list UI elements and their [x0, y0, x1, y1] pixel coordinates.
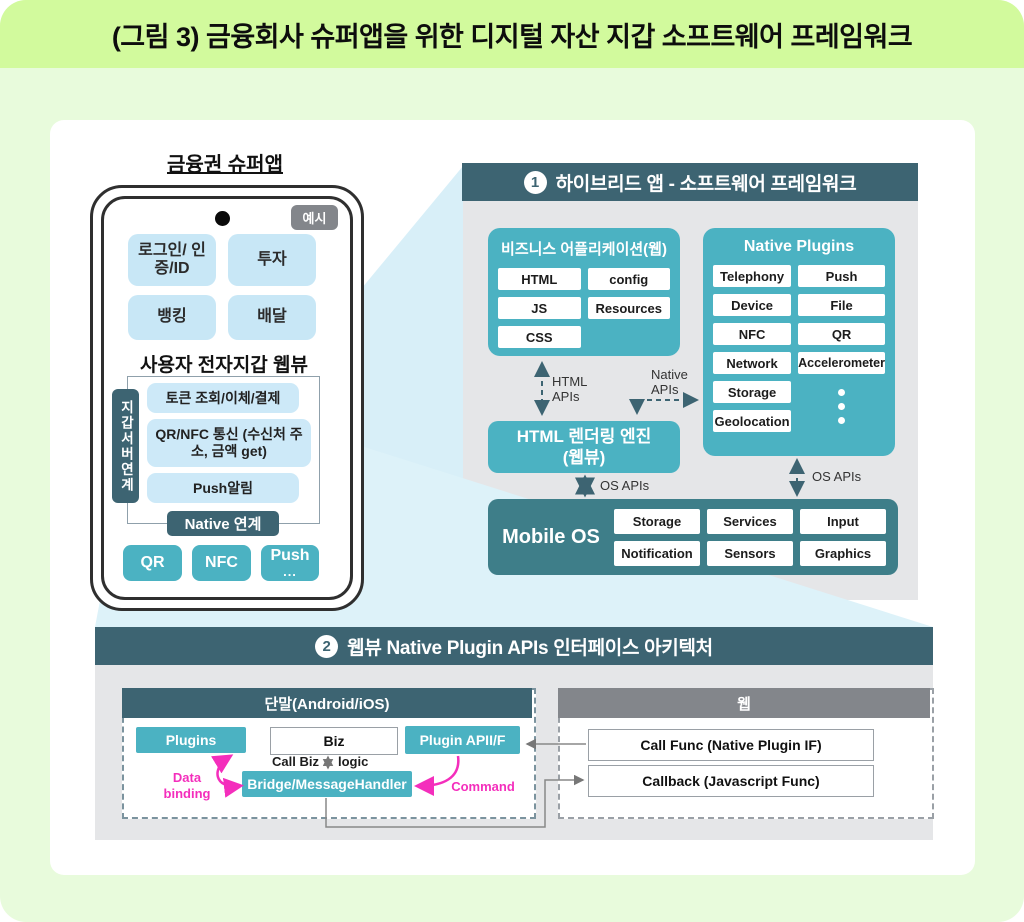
- native-link-band: Native 연계: [167, 511, 279, 536]
- biz-box: Biz: [270, 727, 398, 755]
- biz-app-chips: HTML config JS Resources CSS: [488, 259, 680, 358]
- bridge-box: Bridge/MessageHandler: [242, 771, 412, 797]
- more-plugins-ellipsis-icon: [798, 381, 885, 432]
- data-binding-label: Data binding: [163, 770, 211, 801]
- section1-number-badge: 1: [523, 170, 547, 194]
- app-tile-invest: 투자: [228, 234, 316, 286]
- phone-title: 금융권 슈퍼앱: [167, 154, 283, 176]
- native-plugins-title: Native Plugins: [743, 238, 855, 255]
- native-apis-label: Native APIs: [651, 367, 688, 397]
- wallet-item-qrnfc: QR/NFC 통신 (수신처 주소, 금액 get): [147, 419, 311, 467]
- chip-nfc: NFC: [713, 323, 792, 345]
- html-apis-label: HTML APIs: [552, 374, 587, 404]
- title-bar: (그림 3) 금융회사 슈퍼앱을 위한 디지털 자산 지갑 소프트웨어 프레임워…: [0, 0, 1024, 68]
- webview-title: 사용자 전자지갑 웹뷰: [140, 355, 308, 376]
- call-func-box: Call Func (Native Plugin IF): [588, 729, 874, 761]
- chip-accelerometer: Accelerometer: [798, 352, 885, 374]
- render-engine-line2: (웹뷰): [562, 448, 606, 467]
- chip-resources: Resources: [587, 297, 670, 319]
- section1-header: 1 하이브리드 앱 - 소프트웨어 프레임워크: [462, 163, 918, 201]
- chip-os-storage: Storage: [614, 508, 700, 534]
- os-apis-label-right: OS APIs: [812, 469, 862, 484]
- chip-js: JS: [498, 297, 581, 319]
- phone-button-push: Push ...: [261, 545, 319, 581]
- chip-css: CSS: [498, 326, 581, 348]
- chip-device: Device: [713, 294, 792, 316]
- nfc-label: NFC: [205, 554, 238, 571]
- wallet-item-token: 토큰 조회/이체/결제: [147, 383, 299, 413]
- app-tile-login: 로그인/ 인증/ID: [128, 234, 216, 286]
- callback-box: Callback (Javascript Func): [588, 765, 874, 797]
- native-plugins-box: Native Plugins Telephony Push Device Fil…: [703, 228, 895, 456]
- chip-push: Push: [798, 265, 885, 287]
- os-apis-label-left: OS APIs: [600, 478, 650, 493]
- chip-html: HTML: [498, 268, 581, 290]
- page-title: (그림 3) 금융회사 슈퍼앱을 위한 디지털 자산 지갑 소프트웨어 프레임워…: [111, 21, 913, 52]
- chip-os-sensors: Sensors: [707, 540, 793, 566]
- render-engine-line1: HTML 렌더링 엔진: [516, 426, 652, 446]
- chip-storage: Storage: [713, 381, 792, 403]
- push-ellipsis: ...: [283, 564, 297, 579]
- app-tile-banking: 뱅킹: [128, 295, 216, 340]
- phone-button-nfc: NFC: [192, 545, 251, 581]
- biz-app-title: 비즈니스 어플리케이션(웹): [501, 241, 667, 258]
- native-plugins-chips: Telephony Push Device File NFC QR Networ…: [703, 256, 895, 442]
- device-panel-header: 단말(Android/iOS): [122, 688, 532, 718]
- biz-app-box: 비즈니스 어플리케이션(웹) HTML config JS Resources …: [488, 228, 680, 356]
- example-badge: 예시: [291, 205, 338, 230]
- call-biz-label: Call Biz: [272, 754, 319, 769]
- chip-os-notification: Notification: [614, 540, 700, 566]
- chip-network: Network: [713, 352, 792, 374]
- wallet-item-push: Push알림: [147, 473, 299, 503]
- section1-title: 하이브리드 앱 - 소프트웨어 프레임워크: [555, 173, 857, 195]
- wallet-server-link-tab: 지갑서버연계: [112, 389, 139, 503]
- chip-file: File: [798, 294, 885, 316]
- chip-os-graphics: Graphics: [800, 540, 886, 566]
- logic-label: logic: [338, 754, 369, 769]
- chip-geolocation: Geolocation: [713, 410, 792, 432]
- app-tile-delivery: 배달: [228, 295, 316, 340]
- command-label: Command: [451, 779, 515, 794]
- mobile-os-chips: Storage Services Input Notification Sens…: [614, 508, 898, 566]
- chip-config: config: [587, 268, 670, 290]
- render-engine-box: HTML 렌더링 엔진 (웹뷰): [488, 421, 680, 473]
- push-label: Push: [270, 547, 310, 564]
- section2-header: 2 웹뷰 Native Plugin APIs 인터페이스 아키텍처: [95, 627, 933, 665]
- mobile-os-box: Mobile OS Storage Services Input Notific…: [488, 499, 898, 575]
- phone-button-qr: QR: [123, 545, 182, 581]
- plugin-api-box: Plugin APII/F: [405, 726, 520, 754]
- plugins-box: Plugins: [136, 727, 246, 753]
- mobile-os-title: Mobile OS: [502, 525, 600, 548]
- web-panel-header: 웹: [558, 688, 930, 718]
- chip-os-services: Services: [707, 508, 793, 534]
- section2-number-badge: 2: [315, 634, 339, 658]
- camera-dot-icon: [215, 211, 230, 226]
- chip-telephony: Telephony: [713, 265, 792, 287]
- chip-os-input: Input: [800, 508, 886, 534]
- chip-qr: QR: [798, 323, 885, 345]
- qr-label: QR: [140, 554, 165, 571]
- section2-title: 웹뷰 Native Plugin APIs 인터페이스 아키텍처: [347, 637, 713, 659]
